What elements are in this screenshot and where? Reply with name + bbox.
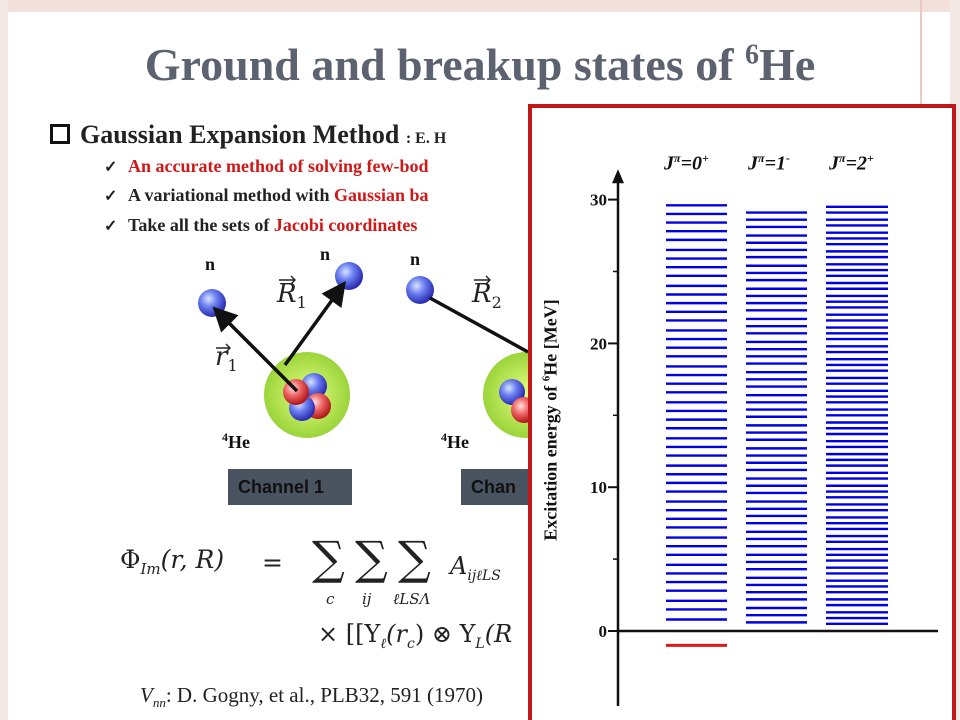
equals-sign: =	[262, 548, 283, 577]
bullet-accurate-method: ✓ An accurate method of solving few-bod	[104, 156, 429, 177]
y-axis-label: Excitation energy of 6He [MeV]	[540, 299, 561, 541]
vnn-reference: : D. Gogny, et al., PLB32, 591 (1970)	[165, 683, 483, 707]
section-heading-text: Gaussian Expansion Method	[80, 120, 400, 149]
bullet-1-rest: of solving few-bod	[283, 156, 429, 176]
vector-r1-arrowhead	[216, 343, 231, 353]
he4-label: 4He	[441, 430, 469, 453]
potential-footnote: Vnn: D. Gogny, et al., PLB32, 591 (1970)	[140, 683, 483, 711]
column-label-0plus: Jπ=0+	[664, 151, 709, 175]
bullet-2-text: A variational method with	[128, 185, 335, 205]
phi-symbol: Φ	[120, 545, 141, 574]
line2-l-sub: ℓ	[380, 635, 387, 652]
y-axis-arrowhead	[612, 169, 624, 184]
y-tick-label: 30	[590, 191, 607, 210]
he4-symbol: He	[228, 432, 250, 452]
bullet-2-highlight: Gaussian ba	[334, 185, 429, 205]
sum-quantum-numbers: ∑	[398, 531, 431, 585]
he4-label: 4He	[222, 430, 250, 453]
line2-tensor: ) ⊗ Y	[414, 620, 476, 648]
phi-arguments: (r, R)	[160, 545, 225, 574]
line2-end: (R	[484, 620, 513, 648]
coefficient-subscript: ijℓLS	[467, 567, 501, 584]
checkmark-icon: ✓	[104, 218, 118, 235]
checkmark-icon: ✓	[104, 188, 118, 205]
channel-1-label: Channel 1	[228, 469, 352, 505]
column-label-1minus: Jπ=1-	[748, 151, 790, 175]
y-tick-label: 0	[599, 622, 608, 641]
vector-labels: R1 R2 r1	[215, 275, 502, 375]
he4-mass: 4	[222, 430, 228, 444]
he4-symbol: He	[447, 432, 469, 452]
line2-c-sub: c	[407, 635, 415, 652]
line2-arg: (r	[386, 620, 407, 648]
line2-L-sub: L	[475, 635, 485, 652]
slide-frame-accent	[920, 0, 922, 110]
vector-R2-arrow	[429, 296, 529, 354]
vector-R1-arrow	[283, 281, 346, 367]
column-label-2plus: Jπ=2+	[829, 151, 874, 175]
section-heading: Gaussian Expansion Method : E. H	[50, 120, 446, 150]
bullet-jacobi-coordinates: ✓ Take all the sets of Jacobi coordinates	[104, 215, 417, 236]
sum-quantum-index: ℓLSΛ	[393, 590, 431, 608]
slide-frame-top	[0, 0, 960, 12]
wavefunction-lhs: ΦIm(r, R)	[120, 545, 224, 578]
title-tail: He	[759, 39, 816, 90]
neutron-label: n	[410, 249, 421, 269]
vector-r1-arrow	[212, 306, 299, 393]
checkmark-icon: ✓	[104, 159, 118, 176]
formula-line-2: × [[Yℓ(rc) ⊗ YL(R	[318, 620, 512, 653]
sum-basis: ∑	[355, 531, 388, 585]
vector-R2-label: R2	[471, 279, 502, 312]
vector-R2-arrowhead	[474, 275, 491, 285]
sum-channels: ∑	[312, 531, 345, 585]
neutron-particle	[406, 276, 434, 304]
slide-frame-left	[0, 0, 8, 720]
bullet-1-highlight: An accurate method	[128, 156, 284, 176]
section-reference: : E. H	[405, 130, 447, 147]
sum-channels-index: c	[326, 590, 335, 608]
vector-R1-arrowhead	[279, 275, 296, 285]
bullet-variational-method: ✓ A variational method with Gaussian ba	[104, 185, 429, 206]
y-tick-label: 20	[590, 334, 607, 353]
neutron-label: n	[320, 244, 331, 264]
vector-r1-label: r1	[215, 342, 238, 375]
checkbox-bullet-icon	[50, 124, 70, 144]
neutron-label: n	[205, 254, 216, 274]
vnn-symbol: Vnn	[140, 683, 166, 711]
y-tick-label: 10	[590, 478, 607, 497]
title-text: Ground and breakup states of	[144, 39, 746, 90]
line2-open: × [[Y	[318, 620, 381, 648]
channel-1-diagram	[198, 262, 363, 438]
expansion-coefficient: AijℓLS	[450, 552, 501, 585]
he4-mass: 4	[441, 430, 447, 444]
bullet-3-highlight: Jacobi coordinates	[273, 215, 418, 235]
bullet-3-text: Take all the sets of	[128, 215, 274, 235]
slide-title: Ground and breakup states of 6He	[0, 38, 960, 91]
phi-subscript: Im	[140, 560, 161, 578]
vector-R1-label: R1	[276, 279, 307, 312]
coefficient-A: A	[450, 552, 468, 580]
sum-basis-index: ij	[362, 590, 372, 608]
channel-2-label: Chan	[461, 469, 528, 505]
title-superscript: 6	[745, 39, 760, 71]
